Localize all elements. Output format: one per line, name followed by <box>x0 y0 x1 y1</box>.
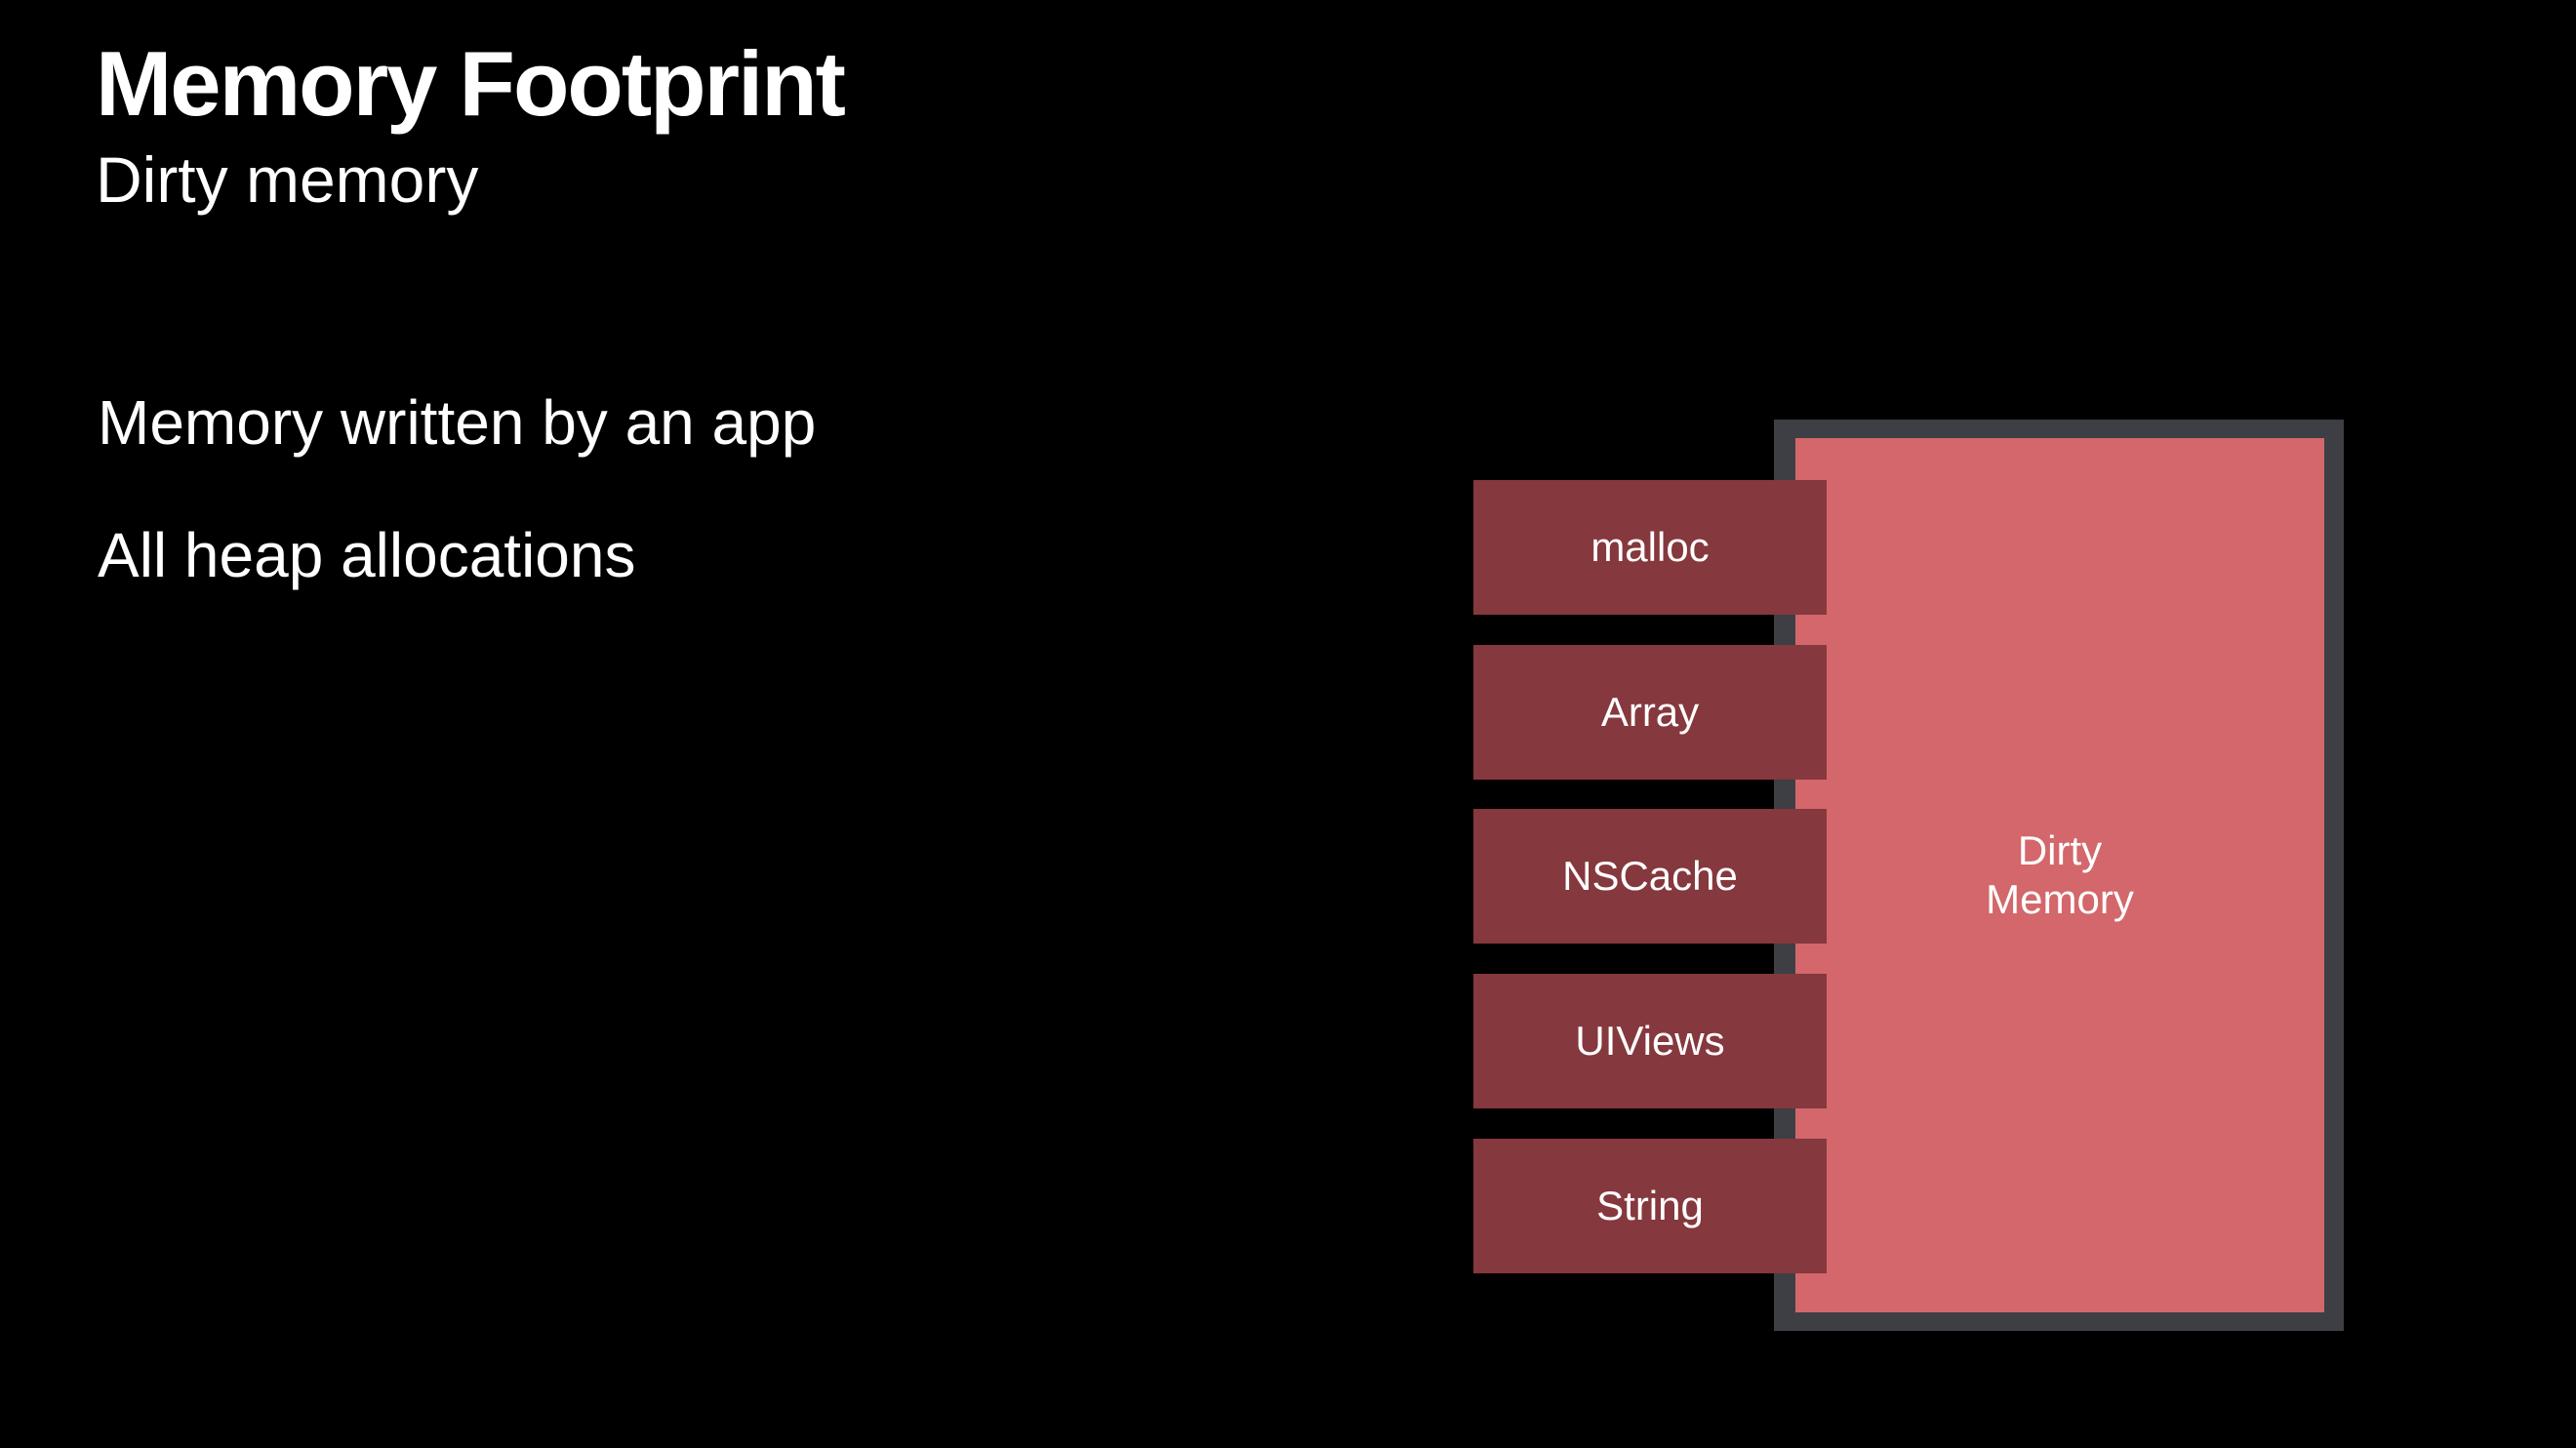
block-array: Array <box>1473 645 1827 780</box>
dirty-memory-label: Dirty Memory <box>1795 438 2324 1312</box>
block-string: String <box>1473 1139 1827 1273</box>
dirty-memory-label-line2: Memory <box>1986 876 2134 922</box>
bullet-heap-allocations: All heap allocations <box>98 520 636 590</box>
slide-title: Memory Footprint <box>96 32 846 135</box>
dirty-memory-label-line1: Dirty <box>2017 826 2103 873</box>
slide-subtitle: Dirty memory <box>96 143 479 216</box>
block-uiviews: UIViews <box>1473 974 1827 1108</box>
block-malloc: malloc <box>1473 480 1827 615</box>
dirty-memory-container <box>1795 438 2324 1312</box>
bullet-memory-written: Memory written by an app <box>98 387 817 458</box>
block-nscache: NSCache <box>1473 809 1827 944</box>
